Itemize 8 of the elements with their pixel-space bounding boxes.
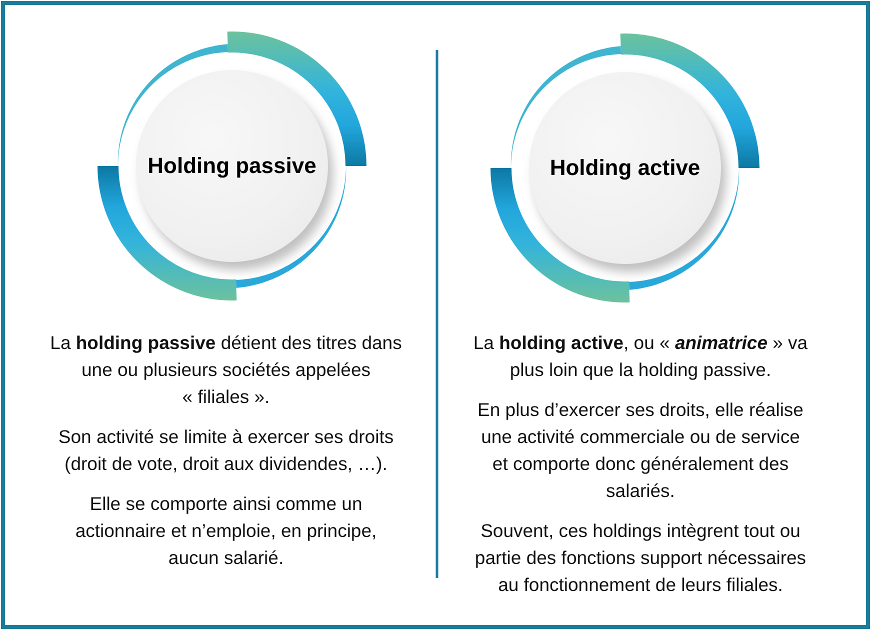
circle-heading: Holding passive [148,153,316,179]
description-paragraph: Son activité se limite à exercer ses droits (droit de vote, droit aux dividendes, …). [57,425,395,476]
description-paragraph: Elle se comporte ainsi comme un actionnaire et n’emploie, en principe, aucun salarié. [74,492,378,570]
circle-heading: Holding active [550,155,700,181]
description-paragraph: La holding active, ou « animatrice » va plus loin que la holding passive. [472,331,809,382]
description-paragraph: La holding passive détient des titres dans une ou plusieurs sociétés appelées « filiales ». [49,331,403,409]
description-paragraph: Souvent, ces holdings intègrent tout ou partie des fonctions support nécessaires au fonctionnement de leurs filiales. [474,519,808,597]
description-paragraph: En plus d’exercer ses droits, elle réalise une activité commerciale ou de service et comporte donc généralement des salariés. [476,398,804,503]
